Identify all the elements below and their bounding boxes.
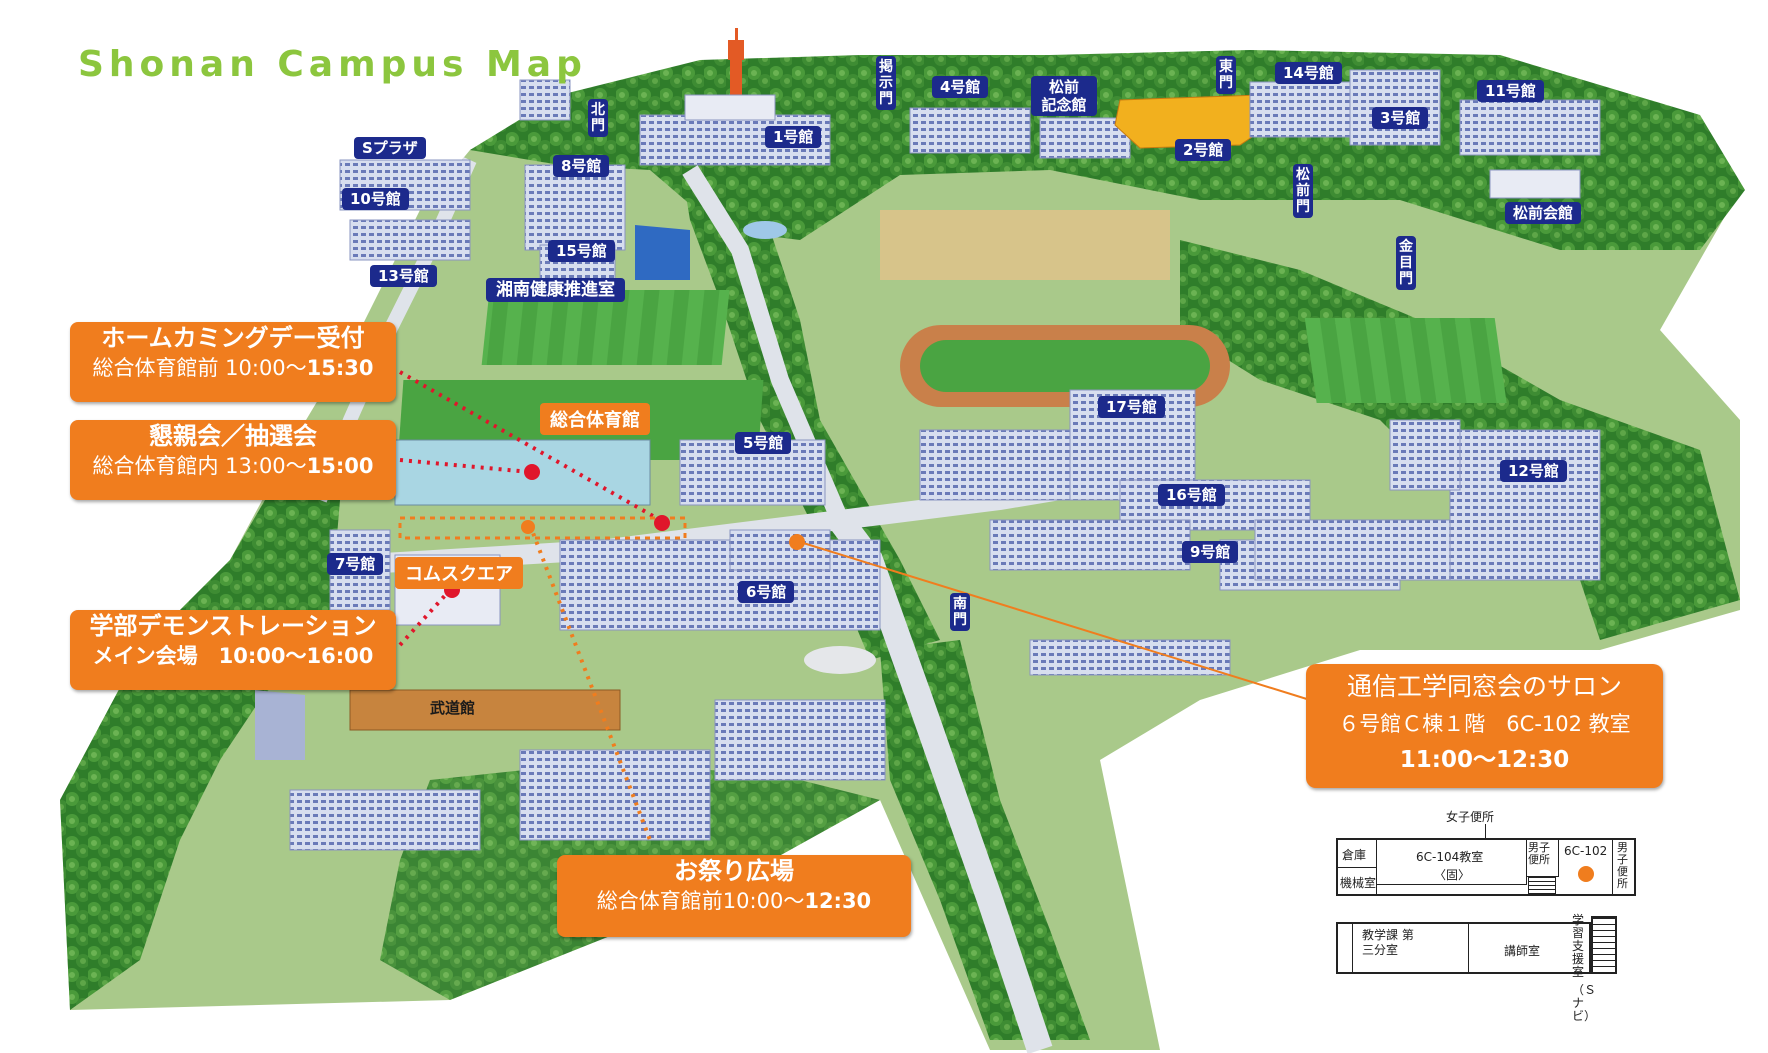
floorplan-snavi: （Ｓナビ） [1572,983,1597,1023]
marker-homecoming [654,515,670,531]
rugby-field [481,290,730,365]
event-matsuri-title: お祭り広場 [674,857,794,885]
floorplan-gakushu: 学習支援室 [1572,913,1585,979]
label-building-1[interactable]: 1号館 [765,126,822,148]
north-field [880,210,1170,280]
floorplan-kyomuka: 教学課 第三分室 [1362,928,1414,957]
event-demo[interactable]: 学部デモンストレーション メイン会場 10:00～16:00 [70,610,396,690]
floorplan-room-6c102: 6C-102 [1564,844,1608,858]
label-building-2[interactable]: 2号館 [1175,139,1232,161]
event-matsuri-detail: 総合体育館前10:00～12:30 [596,889,872,913]
label-building-7[interactable]: 7号館 [327,553,384,575]
label-building-9[interactable]: 9号館 [1182,541,1239,563]
label-building-14[interactable]: 14号館 [1275,62,1342,84]
label-building-13[interactable]: 13号館 [370,265,437,287]
label-building-3[interactable]: 3号館 [1372,107,1429,129]
label-building-17[interactable]: 17号館 [1098,396,1165,418]
floorplan: 女子便所 倉庫 機械室 6C-104教室 〈固〉 男子便所 6C-102 男子便… [1336,806,1636,1046]
label-building-5[interactable]: 5号館 [735,432,792,454]
area-outline [398,516,687,540]
label-minami-mon[interactable]: 南門 [950,593,970,631]
label-keiji-mon[interactable]: 掲示門 [876,56,896,110]
event-konshin-title: 懇親会／抽選会 [149,422,317,450]
event-konshin[interactable]: 懇親会／抽選会 総合体育館内 13:00～15:00 [70,420,396,500]
label-matsumae-mon[interactable]: 松前門 [1293,164,1313,218]
floorplan-salon-marker [1578,866,1594,882]
marker-konshin [524,464,540,480]
athletics-track [900,325,1230,407]
tree-mass-west [60,440,340,1010]
map-title: Shonan Campus Map [78,44,587,85]
leader-salon [799,541,1311,701]
leader-konshin [399,458,531,474]
floorplan-mens-restroom-a: 男子便所 [1528,841,1550,866]
label-matsumae-kinenkan[interactable]: 松前 記念館 [1031,76,1097,116]
leader-matsuri [528,524,652,841]
label-comsquare[interactable]: コムスクエア [395,557,523,589]
event-homecoming-detail: 総合体育館前 10:00～15:30 [92,356,374,380]
event-demo-title: 学部デモンストレーション [89,612,377,640]
label-building-12[interactable]: 12号館 [1500,460,1567,482]
event-homecoming-title: ホームカミングデー受付 [101,324,365,352]
floorplan-mens-restroom-b: 男子便所 [1617,841,1628,890]
label-sogo-taiikukan[interactable]: 総合体育館 [540,403,650,435]
label-building-4[interactable]: 4号館 [932,76,989,98]
label-building-16[interactable]: 16号館 [1158,484,1225,506]
label-kenko-suishinshitsu[interactable]: 湘南健康推進室 [486,278,625,302]
event-konshin-detail: 総合体育館内 13:00～15:00 [92,454,374,478]
label-budokan[interactable]: 武道館 [430,699,476,717]
label-s-plaza[interactable]: Sプラザ [354,137,426,159]
label-kinme-mon[interactable]: 金目門 [1396,236,1416,290]
salon-room: ６号館Ｃ棟１階 6C-102 教室 [1338,712,1631,736]
floorplan-koshi: 講師室 [1504,944,1541,958]
marker-salon [789,534,805,550]
floorplan-machine-room: 機械室 [1340,876,1377,890]
label-matsumae-kaikan[interactable]: 松前会館 [1505,202,1582,224]
floorplan-storage: 倉庫 [1342,848,1367,862]
floorplan-upper-row: 倉庫 機械室 6C-104教室 〈固〉 男子便所 6C-102 男子便所 [1336,838,1636,896]
plaza-circle [804,646,876,674]
salon-title: 通信工学同窓会のサロン [1346,672,1622,701]
floorplan-room-6c104-sub: 〈固〉 [1434,868,1471,882]
marker-matsuri [521,520,535,534]
label-building-15[interactable]: 15号館 [548,240,615,262]
label-higashi-mon[interactable]: 東門 [1216,56,1236,94]
leader-demo [398,588,452,647]
label-building-8[interactable]: 8号館 [553,155,610,177]
fountain [743,221,787,239]
event-homecoming[interactable]: ホームカミングデー受付 総合体育館前 10:00～15:30 [70,322,396,402]
salon-time: 11:00～12:30 [1399,747,1570,773]
east-field [1304,318,1507,403]
floorplan-womens-restroom: 女子便所 [1446,810,1495,824]
floorplan-stairs [1591,916,1617,974]
event-demo-detail: メイン会場 10:00～16:00 [92,644,374,668]
buildings-layer [255,69,1601,851]
label-building-11[interactable]: 11号館 [1477,80,1544,102]
label-building-6[interactable]: 6号館 [738,581,795,603]
event-matsuri[interactable]: お祭り広場 総合体育館前10:00～12:30 [557,855,911,937]
label-kita-mon[interactable]: 北門 [588,99,608,137]
event-salon[interactable]: 通信工学同窓会のサロン ６号館Ｃ棟１階 6C-102 教室 11:00～12:3… [1306,664,1663,788]
label-building-10[interactable]: 10号館 [342,188,409,210]
floorplan-lower-row: 教学課 第三分室 講師室 [1336,922,1591,974]
floorplan-room-6c104: 6C-104教室 [1416,850,1484,864]
